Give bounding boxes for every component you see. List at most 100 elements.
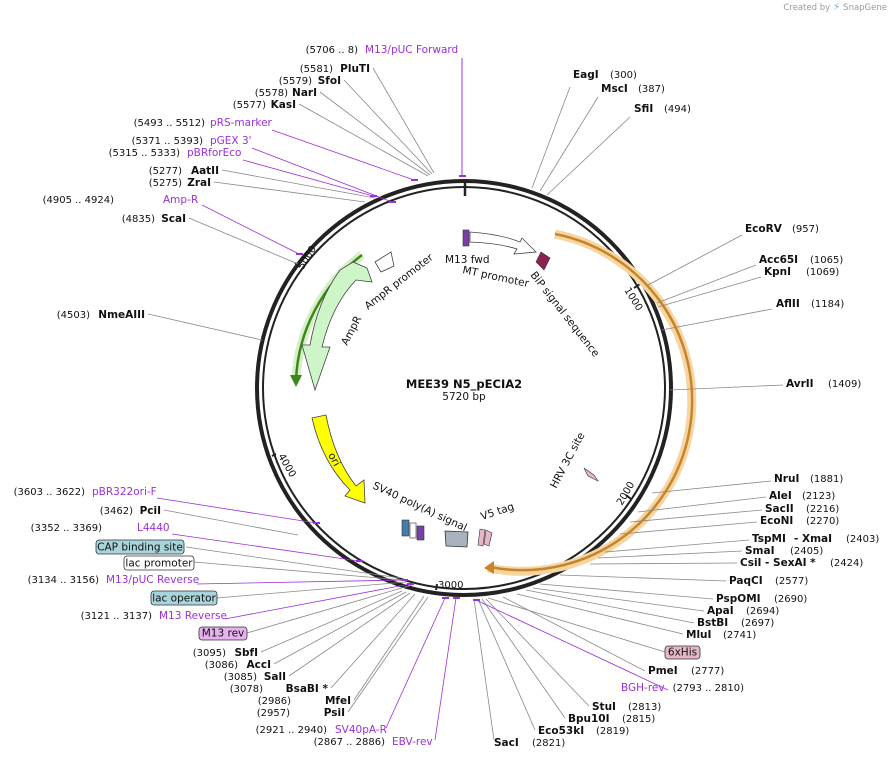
site-pos-30: (3085) [224,672,257,683]
site-pos-39: (5578) [255,88,288,99]
boxed-label-4 [664,645,701,660]
primer-name-0: M13/pUC Forward [365,44,458,56]
primer-name-2: pGEX 3' [210,135,252,147]
boxed-leader-4 [487,597,666,653]
site-pos-26: (2821) [532,738,565,749]
site-leader-27 [347,596,429,713]
site-name-4: Acc65I [759,254,798,266]
site-pos-16: (2424) [830,558,863,569]
site-pos-19: (2694) [746,606,779,617]
tick-mark-2000 [625,494,632,500]
site-leader-36 [213,181,366,203]
site-name-22: PmeI [648,665,678,677]
site-pos-33: (3462) [100,506,133,517]
site-leader-23 [485,598,590,707]
site-leader-32 [260,590,403,653]
primer-leader-8 [224,583,411,620]
lac-feature-2 [409,522,417,539]
site-pos-2: (494) [664,104,691,115]
primer-range-3: (5315 .. 5333) [109,148,181,159]
site-pos-1: (387) [638,84,665,95]
site-leader-20 [525,589,695,624]
tick-label-1000: 1000 [621,286,644,313]
snapgene-credit: Created by ⚡ SnapGene [783,2,887,13]
primer-range-10: (2867 .. 2886) [314,737,386,748]
site-name-24: Bpu10I [568,713,610,725]
site-pos-4: (1065) [810,255,843,266]
leader-lines [147,58,784,741]
primer-name-3: pBRforEco [187,147,241,159]
site-pos-37: (5277) [149,166,182,177]
site-name-8: NruI [774,473,799,485]
feature-label-ori: ori [325,451,342,469]
hrv3c-feature [583,467,599,482]
primer-range-5: (3603 .. 3622) [14,487,86,498]
site-leader-11 [619,521,758,535]
feature-label-ampr: AmpR [339,314,364,347]
site-pos-6: (1184) [811,299,844,310]
site-name-9: AleI [769,490,792,502]
primer-leader-2 [251,147,393,203]
site-leader-39 [319,91,431,176]
tick-label-5000: 5000 [296,244,319,271]
site-name-2: SfiI [634,103,653,115]
site-name-29: BsaBI * [286,683,329,695]
primer-leader-1 [271,129,415,181]
site-name-13: - XmaI [794,533,832,545]
site-leader-6 [661,308,773,331]
site-name-20: BstBI [697,617,728,629]
primer-name-8: M13 Reverse [159,610,227,622]
site-name-34: NmeAIII [98,309,145,321]
site-leader-4 [656,264,757,304]
site-name-32: SbfI [234,647,258,659]
primer-leader-4 [201,204,300,255]
bip-feature [535,251,551,271]
boxed-leader-0 [185,546,401,579]
site-pos-20: (2697) [741,618,774,629]
site-name-12: TspMI [752,533,786,545]
site-leader-17 [559,574,727,582]
tick-mark-1000 [633,283,641,289]
site-name-7: AvrII [786,378,814,390]
boxed-text-3: M13 rev [202,628,245,640]
site-pos-34: (4503) [57,310,90,321]
ori-feature [311,414,366,504]
feature-label-ampr-promoter: AmpR promoter [362,251,436,312]
site-name-25: Eco53kI [538,725,584,737]
site-name-38: KasI [271,99,296,111]
boxed-label-1 [123,555,195,571]
m13rev-feature [416,525,425,541]
credit-prefix: Created by [783,2,831,13]
plasmid-length: 5720 bp [442,391,486,403]
site-name-40: SfoI [318,75,341,87]
primer-leader-10 [434,597,457,741]
primer-leader-7 [196,579,405,585]
tick-label-3000: 3000 [438,580,463,591]
feature-label-hrv3c: HRV 3C site [548,431,587,491]
site-pos-25: (2819) [596,726,629,737]
site-name-33: PciI [140,505,161,517]
site-pos-27: (2957) [257,708,290,719]
primer-range-2: (5371 .. 5393) [132,136,204,147]
primer-range-1: (5493 .. 5512) [134,118,206,129]
site-name-18: PspOMI [716,593,761,605]
site-name-14: SmaI [745,545,775,557]
site-name-23: StuI [592,701,616,713]
site-leader-0 [531,86,571,189]
site-name-19: ApaI [707,605,734,617]
site-leader-1 [539,96,599,192]
site-pos-29: (3078) [230,684,263,695]
boxed-label-2 [150,590,218,606]
site-leader-14 [597,550,743,559]
site-pos-22: (2777) [691,666,724,677]
site-pos-32: (3095) [193,648,226,659]
v5-tag-feature [477,528,486,547]
site-leader-8 [651,480,772,494]
site-leader-40 [343,79,433,175]
primer-name-1: pRS-marker [210,117,273,129]
boxed-text-4: 6xHis [668,647,697,659]
site-leader-9 [637,496,767,513]
site-leader-10 [629,509,763,523]
site-leader-30 [288,592,411,677]
primer-name-6: L4440 [137,522,170,534]
